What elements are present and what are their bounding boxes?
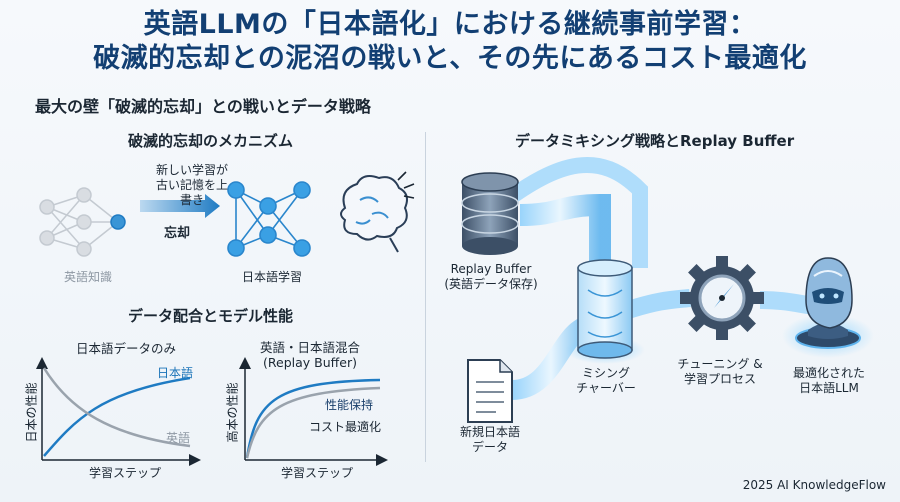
mixing-title: データミキシング戦略とReplay Buffer (515, 132, 795, 150)
overwrite-label-line-1: 新しい学習が (155, 163, 228, 177)
tuning-label-line-1: チューニング & (677, 357, 763, 371)
pipe-top-curve (495, 156, 648, 268)
chart2-note-cost: コスト最適化 (308, 420, 381, 434)
mixing-chamber-label-line-1: ミシング (581, 366, 630, 380)
chart2-line-en (245, 386, 381, 459)
japanese-network-icon (227, 181, 311, 257)
new-data-label: 新規日本語 データ (450, 425, 530, 455)
footer-credit: 2025 AI KnowledgeFlow (742, 478, 886, 492)
english-network-icon (39, 187, 126, 257)
replay-buffer-label-line-2: (英語データ保存) (444, 277, 538, 291)
chart1-title: 日本語データのみ (75, 341, 176, 356)
new-data-label-line-2: データ (471, 440, 508, 454)
mechanism-title: 破滅的忘却のメカニズム (128, 132, 294, 150)
title-line-2: 破滅的忘却との泥沼の戦いと、その先にあるコスト最適化 (93, 43, 807, 74)
pipe-replay-to-chamber (519, 193, 611, 270)
mix-title: データ配合とモデル性能 (128, 307, 294, 325)
overwrite-label-line-2: 古い記憶を上書き (155, 178, 228, 207)
document-icon (467, 359, 513, 423)
chart2-title-line-1: 英語・日本語混合 (259, 340, 360, 355)
database-icon (461, 172, 519, 255)
chart1-xlabel: 学習ステップ (88, 466, 161, 480)
mixing-chamber-label-line-2: チャーバー (576, 381, 636, 395)
english-knowledge-label: 英語知識 (63, 270, 112, 284)
optimized-llm-label-line-1: 最適化された (792, 366, 865, 380)
chart2-title: 英語・日本語混合 (Replay Buffer) (250, 340, 370, 370)
chart1-line-ja (43, 376, 191, 457)
section-subtitle: 最大の壁「破滅的忘却」との戦いとデータ戦略 (35, 97, 371, 116)
mixing-chamber-label: ミシング チャーバー (566, 366, 646, 396)
chart1-series-ja: 日本語 (156, 366, 193, 380)
chart2-line-ja (245, 378, 381, 459)
chart1-series-en: 英語 (165, 431, 190, 445)
japanese-learning-label: 日本語学習 (241, 270, 302, 284)
chart2-note-retention: 性能保持 (324, 398, 373, 412)
title-line-1: 英語LLMの「日本語化」における継続事前学習： (143, 9, 757, 40)
mixing-chamber-icon (565, 259, 645, 364)
optimized-llm-label: 最適化された 日本語LLM (782, 366, 876, 396)
overwrite-label: 新しい学習が 古い記憶を上書き (152, 163, 232, 208)
brain-icon (340, 171, 415, 253)
robot-llm-icon (782, 257, 874, 358)
tuning-label-line-2: 学習プロセス (683, 372, 756, 386)
chart2-xlabel: 学習ステップ (280, 466, 353, 480)
new-data-label-line-1: 新規日本語 (459, 425, 520, 439)
optimized-llm-label-line-2: 日本語LLM (799, 381, 859, 395)
replay-buffer-label: Replay Buffer (英語データ保存) (441, 262, 541, 292)
chart2-title-line-2: (Replay Buffer) (263, 355, 357, 370)
chart1-line-en (42, 367, 191, 448)
page-title: 英語LLMの「日本語化」における継続事前学習： 破滅的忘却との泥沼の戦いと、その… (0, 8, 900, 76)
replay-buffer-label-line-1: Replay Buffer (450, 262, 532, 276)
tuning-label: チューニング & 学習プロセス (670, 357, 770, 387)
gear-icon (680, 256, 764, 340)
forget-label: 忘却 (163, 226, 190, 241)
column-divider (425, 132, 426, 462)
overwrite-arrow-icon (140, 194, 220, 218)
